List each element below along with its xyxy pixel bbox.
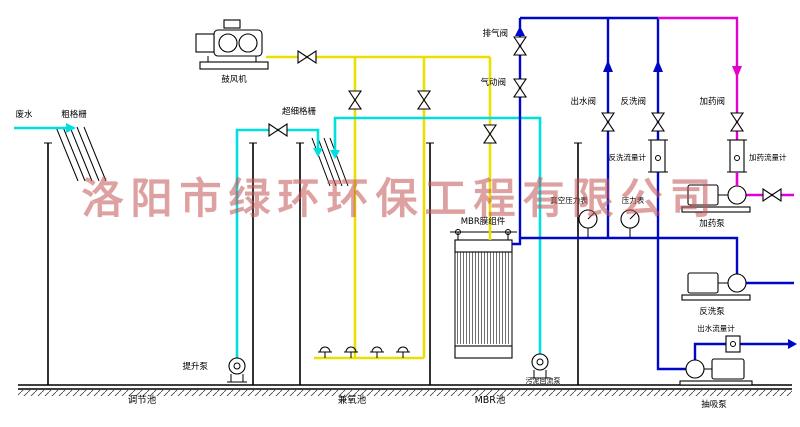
mbr-module-icon	[450, 229, 517, 359]
lift-valve	[268, 122, 288, 138]
company-watermark: 洛阳市绿环环保工程有限公司	[81, 174, 718, 223]
air-main-valve	[297, 49, 317, 65]
pneumatic-valve	[512, 78, 528, 98]
label-lift-pump: 提升泵	[182, 361, 208, 372]
outlet-valve	[600, 112, 616, 132]
label-suction-pump: 抽吸泵	[701, 399, 727, 410]
label-dosing-flowmeter: 加药流量计	[749, 152, 787, 162]
ground	[18, 384, 792, 396]
permeate-piping	[512, 16, 797, 371]
dosing-suction-valve	[762, 187, 782, 203]
dosing-flow-arrow	[732, 66, 742, 78]
label-backwash-pump: 反洗泵	[699, 306, 725, 317]
label-outlet-valve: 出水阀	[570, 96, 596, 107]
exhaust-arrow	[515, 26, 525, 36]
label-outlet-flowmeter: 出水流量计	[697, 323, 735, 333]
diffuser-icons	[318, 346, 410, 358]
tank-regulating-walls	[47, 143, 254, 385]
label-vacuum-gauge: 真空压力表	[550, 195, 588, 205]
backwash-suction-drop	[656, 18, 686, 371]
coarse-screen-icon	[55, 126, 107, 182]
inlet-arrow	[66, 123, 76, 133]
backwash-valve	[650, 112, 666, 132]
tanks	[44, 142, 582, 385]
gauges	[578, 209, 640, 238]
label-tank-mbr: MBR池	[475, 394, 506, 406]
air-valve-2	[416, 90, 432, 110]
labels: 废水 粗格栅 鼓风机 超细格栅 提升泵 排气阀 气动阀 出水阀 反洗阀 加药阀 …	[15, 28, 787, 410]
label-dosing-valve: 加药阀	[699, 96, 725, 107]
label-exhaust-valve: 排气阀	[482, 28, 508, 39]
sludge-return-pipe	[333, 116, 542, 354]
sludge-return-arrow	[330, 150, 340, 159]
suction-pump-icon	[679, 358, 753, 386]
label-tank-facultative: 兼氧池	[338, 394, 367, 406]
dosing-flowmeter-icon	[727, 139, 747, 173]
air-valve-1	[347, 90, 363, 110]
label-sludge-return-pump: 污泥回流泵	[526, 376, 561, 385]
label-tank-regulating: 调节池	[128, 394, 157, 406]
dosing-valve	[729, 112, 745, 132]
ground-hatch	[18, 389, 792, 396]
backwash-flowmeter-icon	[648, 139, 668, 173]
outlet-discharge-pipe	[693, 342, 788, 360]
label-mbr-module: MBR膜组件	[461, 216, 506, 227]
backwash-flow-arrow	[653, 60, 663, 72]
lift-arrow	[313, 148, 323, 157]
label-dosing-pump: 加药泵	[699, 218, 725, 229]
label-backwash-valve: 反洗阀	[620, 96, 646, 107]
dosing-piping	[658, 16, 794, 197]
dosing-drop	[658, 16, 739, 186]
outlet-flow-arrow	[603, 60, 613, 72]
backwash-pump-icon	[681, 272, 751, 301]
tank-facultative-mbr-walls	[299, 143, 579, 385]
exhaust-valve	[512, 36, 528, 56]
lift-pump-icon	[227, 357, 247, 383]
outlet-discharge-arrow	[788, 339, 797, 349]
air-valve-3	[482, 124, 498, 144]
label-fine-screen: 超细格栅	[282, 106, 317, 117]
vacuum-gauge-icon	[578, 209, 598, 238]
fine-screen-icon	[311, 137, 349, 187]
label-pneumatic-valve: 气动阀	[480, 77, 506, 88]
sludge-return-pump-icon	[530, 353, 550, 379]
label-backwash-flowmeter: 反洗流量计	[609, 152, 647, 162]
label-coarse-screen: 粗格栅	[61, 109, 87, 120]
label-wastewater: 废水	[15, 109, 33, 120]
blower-icon	[195, 19, 269, 70]
lift-pipe	[235, 128, 320, 358]
label-pressure-gauge: 压力表	[622, 195, 645, 205]
flowmeters	[648, 139, 747, 353]
outlet-flowmeter-icon	[725, 335, 741, 353]
pressure-gauge-icon	[620, 209, 640, 238]
label-blower: 鼓风机	[221, 74, 247, 85]
valves	[268, 36, 782, 203]
dosing-pump-icon	[681, 172, 751, 213]
permeate-header	[520, 236, 739, 274]
